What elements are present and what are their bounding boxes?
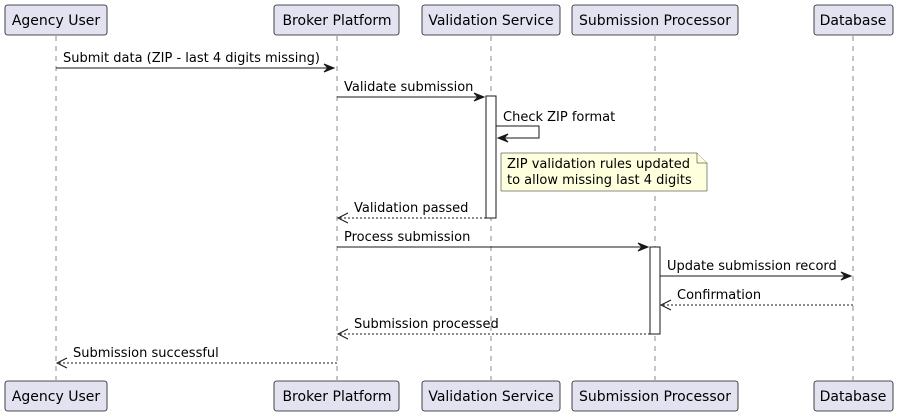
arrowhead-icon — [496, 133, 509, 143]
participant-agency-top[interactable]: Agency User — [4, 4, 108, 36]
participant-label: Validation Service — [428, 389, 553, 405]
participant-database-top[interactable]: Database — [813, 4, 894, 36]
participant-label: Database — [820, 389, 887, 405]
message-check-zip-format[interactable]: Check ZIP format — [496, 110, 615, 143]
participant-broker-top[interactable]: Broker Platform — [273, 4, 400, 36]
participant-label: Broker Platform — [282, 13, 391, 29]
message-validation-passed[interactable]: Validation passed — [336, 201, 486, 224]
participant-processor-top[interactable]: Submission Processor — [571, 4, 739, 36]
message-confirmation[interactable]: Confirmation — [659, 288, 853, 311]
message-label: Update submission record — [667, 259, 837, 274]
message-label: Submission processed — [354, 317, 499, 332]
message-validate-submission[interactable]: Validate submission — [337, 80, 486, 102]
arrowhead-icon — [840, 271, 853, 281]
participant-label: Submission Processor — [579, 389, 731, 405]
message-submission-processed[interactable]: Submission processed — [336, 317, 650, 340]
activations — [485, 95, 661, 335]
participant-database-bottom[interactable]: Database — [813, 380, 894, 412]
message-label: Process submission — [344, 230, 470, 245]
messages: Submit data (ZIP - last 4 digits missing… — [55, 51, 853, 369]
arrowhead-icon — [659, 299, 672, 311]
message-label: Validate submission — [344, 80, 473, 95]
arrowhead-icon — [637, 242, 650, 252]
participant-label: Submission Processor — [579, 13, 731, 29]
message-label: Submit data (ZIP - last 4 digits missing… — [63, 51, 320, 66]
participant-validation-top[interactable]: Validation Service — [421, 4, 561, 36]
message-label: Confirmation — [677, 288, 761, 303]
participant-broker-bottom[interactable]: Broker Platform — [273, 380, 400, 412]
participant-label: Broker Platform — [282, 389, 391, 405]
message-process-submission[interactable]: Process submission — [337, 230, 650, 252]
message-update-record[interactable]: Update submission record — [660, 259, 853, 281]
arrowhead-icon — [323, 63, 336, 73]
arrowhead-icon — [473, 92, 486, 102]
note: ZIP validation rules updated to allow mi… — [500, 152, 708, 192]
activation-validation — [485, 95, 497, 219]
message-submit-data[interactable]: Submit data (ZIP - last 4 digits missing… — [56, 51, 336, 73]
participants-bottom: Agency User Broker Platform Validation S… — [4, 380, 894, 412]
participant-label: Database — [820, 13, 887, 29]
participant-label: Agency User — [12, 13, 101, 29]
note-line-2: to allow missing last 4 digits — [507, 173, 692, 188]
arrowhead-icon — [55, 357, 68, 369]
message-label: Check ZIP format — [503, 110, 615, 125]
participant-label: Agency User — [12, 389, 101, 405]
activation-processor — [649, 246, 661, 335]
message-label: Submission successful — [73, 346, 219, 361]
arrowhead-icon — [336, 212, 349, 224]
arrowhead-icon — [336, 328, 349, 340]
participant-label: Validation Service — [428, 13, 553, 29]
message-label: Validation passed — [354, 201, 468, 216]
participant-agency-bottom[interactable]: Agency User — [4, 380, 108, 412]
participants-top: Agency User Broker Platform Validation S… — [4, 4, 894, 36]
participant-validation-bottom[interactable]: Validation Service — [421, 380, 561, 412]
message-submission-successful[interactable]: Submission successful — [55, 346, 337, 369]
participant-processor-bottom[interactable]: Submission Processor — [571, 380, 739, 412]
note-line-1: ZIP validation rules updated — [507, 157, 690, 172]
